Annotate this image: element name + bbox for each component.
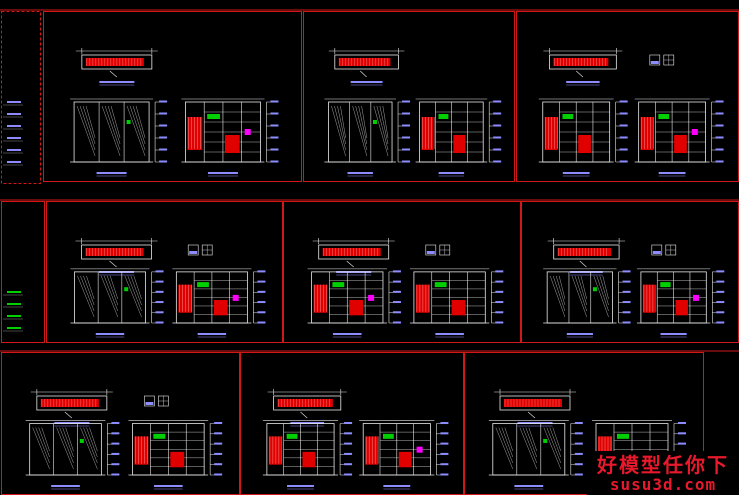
drawing-wardrobe-3 [538, 48, 724, 177]
frame-wardrobe-5 [283, 201, 521, 343]
elevation-b [415, 98, 502, 177]
elevation-b [634, 98, 724, 177]
frame-legend-mid [1, 201, 45, 343]
drawing-legend-top [3, 101, 23, 166]
watermark-url: susu3d.com [609, 475, 717, 494]
frame-wardrobe-2 [303, 11, 515, 182]
frame-wardrobe-4 [46, 201, 283, 343]
elevation-b [128, 420, 223, 490]
elevation-a [543, 268, 631, 338]
elevation-a [538, 98, 628, 177]
elevation-a [70, 98, 168, 177]
panel-drawings [3, 48, 725, 490]
elevation-a [70, 268, 164, 338]
elevation-a [488, 420, 583, 490]
elevation-a [262, 420, 353, 490]
drawing-wardrobe-8 [262, 389, 449, 490]
elevation-a [324, 98, 411, 177]
frame-wardrobe-1 [43, 11, 302, 182]
elevation-b [172, 268, 266, 338]
drawing-wardrobe-6 [543, 238, 725, 338]
elevation-b [181, 98, 279, 177]
elevation-b [359, 420, 449, 490]
elevation-a [307, 268, 401, 338]
watermark: 好模型任你下 susu3d.com [587, 451, 739, 495]
elevation-b [409, 268, 504, 338]
drawing-wardrobe-4 [70, 238, 266, 338]
drawing-wardrobe-7 [25, 389, 223, 490]
drawing-wardrobe-5 [307, 238, 504, 338]
elevation-b [636, 268, 725, 338]
watermark-slogan: 好模型任你下 [597, 453, 729, 477]
frame-legend-top [1, 11, 41, 184]
drawing-wardrobe-2 [324, 48, 502, 177]
drawing-wardrobe-1 [70, 48, 279, 177]
elevation-a [25, 420, 120, 490]
drawing-legend-mid [3, 291, 23, 332]
